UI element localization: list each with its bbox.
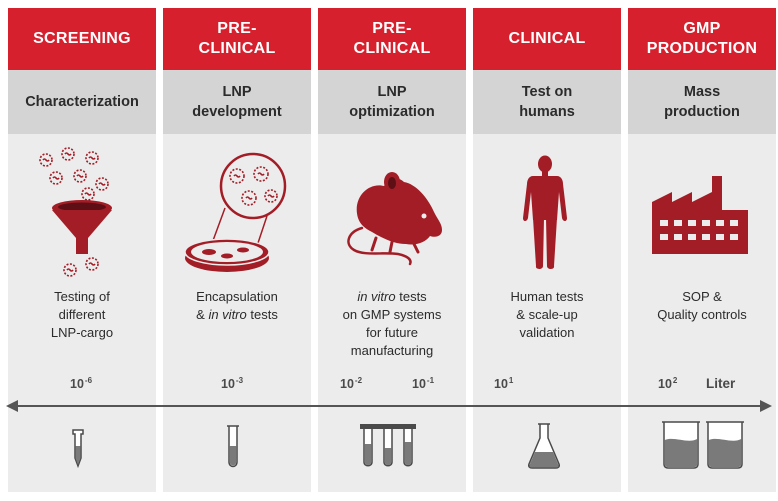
stage-subheader-text: Mass	[683, 84, 721, 100]
human-figure-icon	[473, 146, 621, 286]
desc-line: Human tests	[510, 289, 584, 304]
stage-subheader-text: production	[664, 104, 740, 120]
desc-line: Quality controls	[657, 307, 747, 322]
stage-subheader-text: Characterization	[25, 94, 139, 110]
stage-subheader: Test on humans	[473, 70, 621, 134]
stage-subheader: Characterization	[8, 70, 156, 134]
scale-label: 102	[658, 376, 677, 391]
stage-subheader: Mass production	[628, 70, 776, 134]
stage-header: SCREENING	[8, 8, 156, 70]
stage-clinical: CLINICAL Test on humans Human tests & sca…	[473, 8, 621, 492]
scale-base: 10	[221, 377, 235, 392]
stage-screening: SCREENING Characterization	[8, 8, 156, 492]
stage-header-text: CLINICAL	[508, 30, 586, 47]
scale-exponent: -1	[426, 376, 435, 385]
stage-subheader-text: LNP	[377, 84, 407, 100]
microtube-icon	[72, 429, 84, 469]
stage-header: GMP PRODUCTION	[628, 8, 776, 70]
desc-line: Testing of	[54, 289, 110, 304]
desc-line: SOP &	[682, 289, 722, 304]
scale-label: 10-6	[70, 376, 92, 391]
stage-subheader-text: LNP	[222, 84, 252, 100]
scale-base: 10	[494, 377, 508, 392]
desc-text: tests	[246, 307, 278, 322]
scale-label: 10-1	[412, 376, 434, 391]
stage-header: PRE- CLINICAL	[318, 8, 466, 70]
funnel-particles-icon	[8, 146, 156, 286]
test-tube-rack-icon	[360, 424, 416, 467]
desc-line: LNP-cargo	[50, 325, 114, 340]
scale-exponent: -3	[235, 376, 244, 385]
stage-header-text: PRE-	[217, 20, 257, 37]
stage-description: Encapsulation & in vitro tests	[167, 288, 307, 324]
stage-header-text: GMP	[683, 20, 721, 37]
desc-line: on GMP systems	[342, 307, 442, 322]
stage-subheader: LNP development	[163, 70, 311, 134]
desc-line: for future	[365, 325, 419, 340]
desc-italic: in vitro	[208, 307, 247, 322]
desc-italic: in vitro	[357, 289, 396, 304]
scale-exponent: -2	[354, 376, 363, 385]
stage-subheader-text: development	[192, 104, 282, 120]
stage-subheader-text: optimization	[349, 104, 435, 120]
desc-text: tests	[395, 289, 427, 304]
desc-line: manufacturing	[350, 343, 434, 358]
stage-header-text: CLINICAL	[353, 40, 431, 57]
desc-line: validation	[519, 325, 575, 340]
stage-header: PRE- CLINICAL	[163, 8, 311, 70]
stage-pre-clinical-optimization: PRE- CLINICAL LNP optimization in vitro te…	[318, 8, 466, 492]
desc-line: Encapsulation	[196, 289, 278, 304]
scale-base: 10	[70, 377, 84, 392]
scale-label: 10-2	[340, 376, 362, 391]
stage-header-text: PRODUCTION	[646, 40, 758, 57]
stage-header-text: SCREENING	[33, 30, 131, 47]
scale-label: 101	[494, 376, 513, 391]
unit-label: Liter	[706, 376, 736, 391]
factory-icon	[628, 146, 776, 286]
desc-line: in vitro tests	[322, 288, 462, 306]
scale-exponent: 1	[508, 376, 514, 385]
stage-header-text: PRE-	[372, 20, 412, 37]
stage-description: in vitro tests on GMP systems for future…	[322, 288, 462, 360]
stage-header: CLINICAL	[473, 8, 621, 70]
desc-line: & scale-up	[516, 307, 578, 322]
test-tube-icon	[227, 425, 239, 468]
desc-line: & in vitro tests	[167, 306, 307, 324]
stage-subheader-text: humans	[519, 104, 575, 120]
stage-description: SOP & Quality controls	[632, 288, 772, 324]
stage-gmp-production: GMP PRODUCTION Mass production SOP & Quali…	[628, 8, 776, 492]
stage-subheader: LNP optimization	[318, 70, 466, 134]
desc-line: different	[58, 307, 106, 322]
scale-base: 10	[658, 377, 672, 392]
scale-axis-arrow	[6, 400, 772, 412]
desc-text: &	[196, 307, 209, 322]
scale-base: 10	[412, 377, 426, 392]
scale-base: 10	[340, 377, 354, 392]
stage-description: Human tests & scale-up validation	[477, 288, 617, 342]
scale-label: 10-3	[221, 376, 243, 391]
stage-subheader-text: Test on	[521, 84, 573, 100]
beakers-icon	[662, 421, 744, 469]
petri-dish-magnifier-icon	[163, 146, 311, 286]
mouse-icon	[318, 146, 466, 286]
stage-header-text: CLINICAL	[198, 40, 276, 57]
scale-exponent: 2	[672, 376, 678, 385]
flask-icon	[528, 423, 560, 469]
stage-description: Testing of different LNP-cargo	[12, 288, 152, 342]
scale-exponent: -6	[84, 376, 93, 385]
stage-pre-clinical-development: PRE- CLINICAL LNP development Encapsulatio…	[163, 8, 311, 492]
